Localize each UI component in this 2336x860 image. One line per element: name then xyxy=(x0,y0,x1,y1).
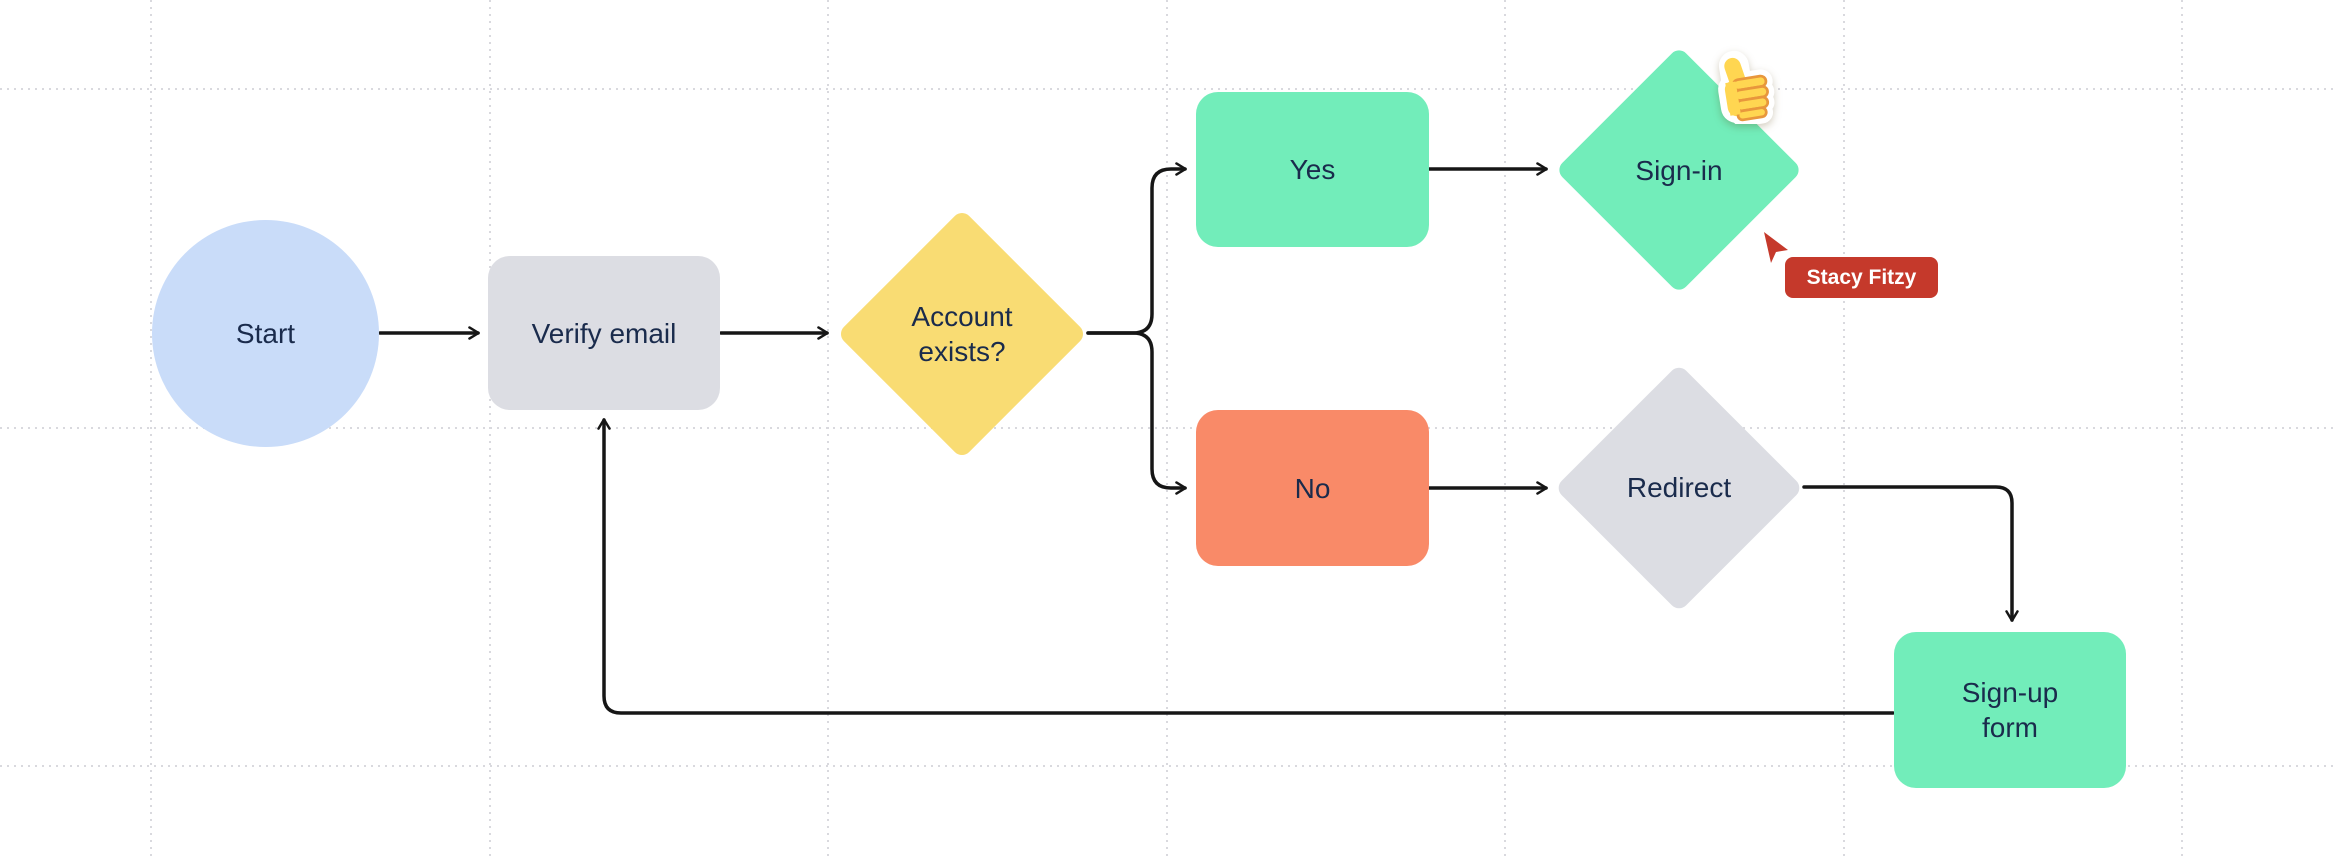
node-yes-label: Yes xyxy=(1289,154,1336,185)
node-verify-email-label: Verify email xyxy=(531,317,677,349)
grid-line-vertical xyxy=(1504,0,1506,860)
node-sign-up-form-label: Sign-up form xyxy=(1961,677,2059,743)
connector-account-exists-to-no[interactable] xyxy=(1086,331,1187,495)
node-no[interactable]: No xyxy=(1196,410,1429,566)
grid-line-vertical xyxy=(827,0,829,860)
grid-line-vertical xyxy=(150,0,152,860)
node-verify-email[interactable]: Verify email xyxy=(488,256,720,410)
collaborator-name-badge: Stacy Fitzy xyxy=(1785,257,1938,298)
node-yes[interactable]: Yes xyxy=(1196,92,1429,247)
connector-redirect-to-sign-up-form[interactable] xyxy=(1802,485,2019,622)
node-sign-up-form[interactable]: Sign-up form xyxy=(1894,632,2126,788)
node-sign-in-label: Sign-in xyxy=(1635,154,1723,186)
grid-line-horizontal xyxy=(0,765,2336,767)
grid-line-horizontal xyxy=(0,88,2336,90)
thumbs-up-icon xyxy=(1718,50,1775,127)
connector-account-exists-to-yes[interactable] xyxy=(1086,162,1187,335)
node-sign-in[interactable]: Sign-in xyxy=(1555,46,1803,294)
connector-sign-up-form-to-verify-email[interactable] xyxy=(597,418,1895,715)
grid-line-horizontal xyxy=(0,427,2336,429)
node-account-exists-label: Account exists? xyxy=(911,300,1013,367)
collaborator-name: Stacy Fitzy xyxy=(1806,265,1917,289)
grid-line-vertical xyxy=(1843,0,1845,860)
grid-line-vertical xyxy=(489,0,491,860)
collaborator-cursor-icon xyxy=(1764,232,1788,263)
node-redirect-label: Redirect xyxy=(1626,472,1732,503)
node-start[interactable]: Start xyxy=(152,220,379,447)
node-no-label: No xyxy=(1294,472,1331,504)
node-account-exists[interactable]: Account exists? xyxy=(836,208,1088,459)
node-start-label: Start xyxy=(235,318,296,349)
thumbs-up-sticker[interactable] xyxy=(1711,50,1777,127)
node-redirect[interactable]: Redirect xyxy=(1554,363,1804,612)
grid-line-vertical xyxy=(2181,0,2183,860)
grid-line-vertical xyxy=(1166,0,1168,860)
